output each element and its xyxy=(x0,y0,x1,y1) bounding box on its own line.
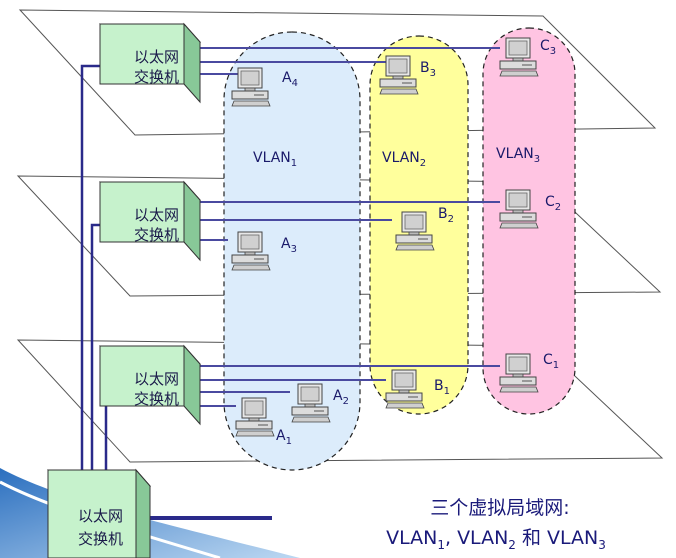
switch-middle: 以太网 交换机 xyxy=(98,180,202,262)
svg-text:B2: B2 xyxy=(438,206,454,225)
host-c1: C1 xyxy=(499,352,559,393)
svg-text:A3: A3 xyxy=(281,236,297,255)
host-c3: C3 xyxy=(499,37,556,77)
host-c2: C2 xyxy=(499,189,561,229)
vlan3-label: VLAN3 xyxy=(496,146,540,165)
caption-line1: 三个虚拟局域网: xyxy=(430,497,569,519)
svg-text:交换机: 交换机 xyxy=(134,226,179,244)
svg-text:A4: A4 xyxy=(282,70,298,89)
host-b3: B3 xyxy=(379,55,436,95)
svg-text:A2: A2 xyxy=(333,388,349,407)
svg-text:交换机: 交换机 xyxy=(78,530,123,548)
vlan1-label: VLAN1 xyxy=(253,150,297,169)
switch-main: 以太网 交换机 xyxy=(46,468,152,558)
svg-text:C2: C2 xyxy=(545,194,561,213)
svg-text:以太网: 以太网 xyxy=(134,206,179,224)
host-b2: B2 xyxy=(395,206,454,251)
svg-text:交换机: 交换机 xyxy=(134,68,179,86)
host-b1: B1 xyxy=(385,369,450,409)
svg-text:以太网: 以太网 xyxy=(78,507,123,525)
switch-top: 以太网 交换机 xyxy=(98,22,202,104)
svg-text:B1: B1 xyxy=(434,378,450,397)
svg-text:交换机: 交换机 xyxy=(134,390,179,408)
svg-text:以太网: 以太网 xyxy=(134,370,179,388)
host-a2: A2 xyxy=(291,383,349,423)
svg-text:以太网: 以太网 xyxy=(134,48,179,66)
host-a1: A1 xyxy=(235,397,292,447)
svg-text:A1: A1 xyxy=(276,428,292,447)
host-a4: A4 xyxy=(231,67,298,107)
svg-text:B3: B3 xyxy=(420,60,436,79)
vlan2-label: VLAN2 xyxy=(382,150,426,169)
svg-text:C3: C3 xyxy=(540,38,556,57)
caption-line2: VLAN1, VLAN2 和 VLAN3 xyxy=(386,527,606,552)
svg-text:C1: C1 xyxy=(543,352,559,371)
vlan1-ellipse xyxy=(223,31,361,471)
host-a3: A3 xyxy=(231,231,297,271)
host-links xyxy=(200,47,500,407)
switch-bottom: 以太网 交换机 xyxy=(98,344,202,426)
